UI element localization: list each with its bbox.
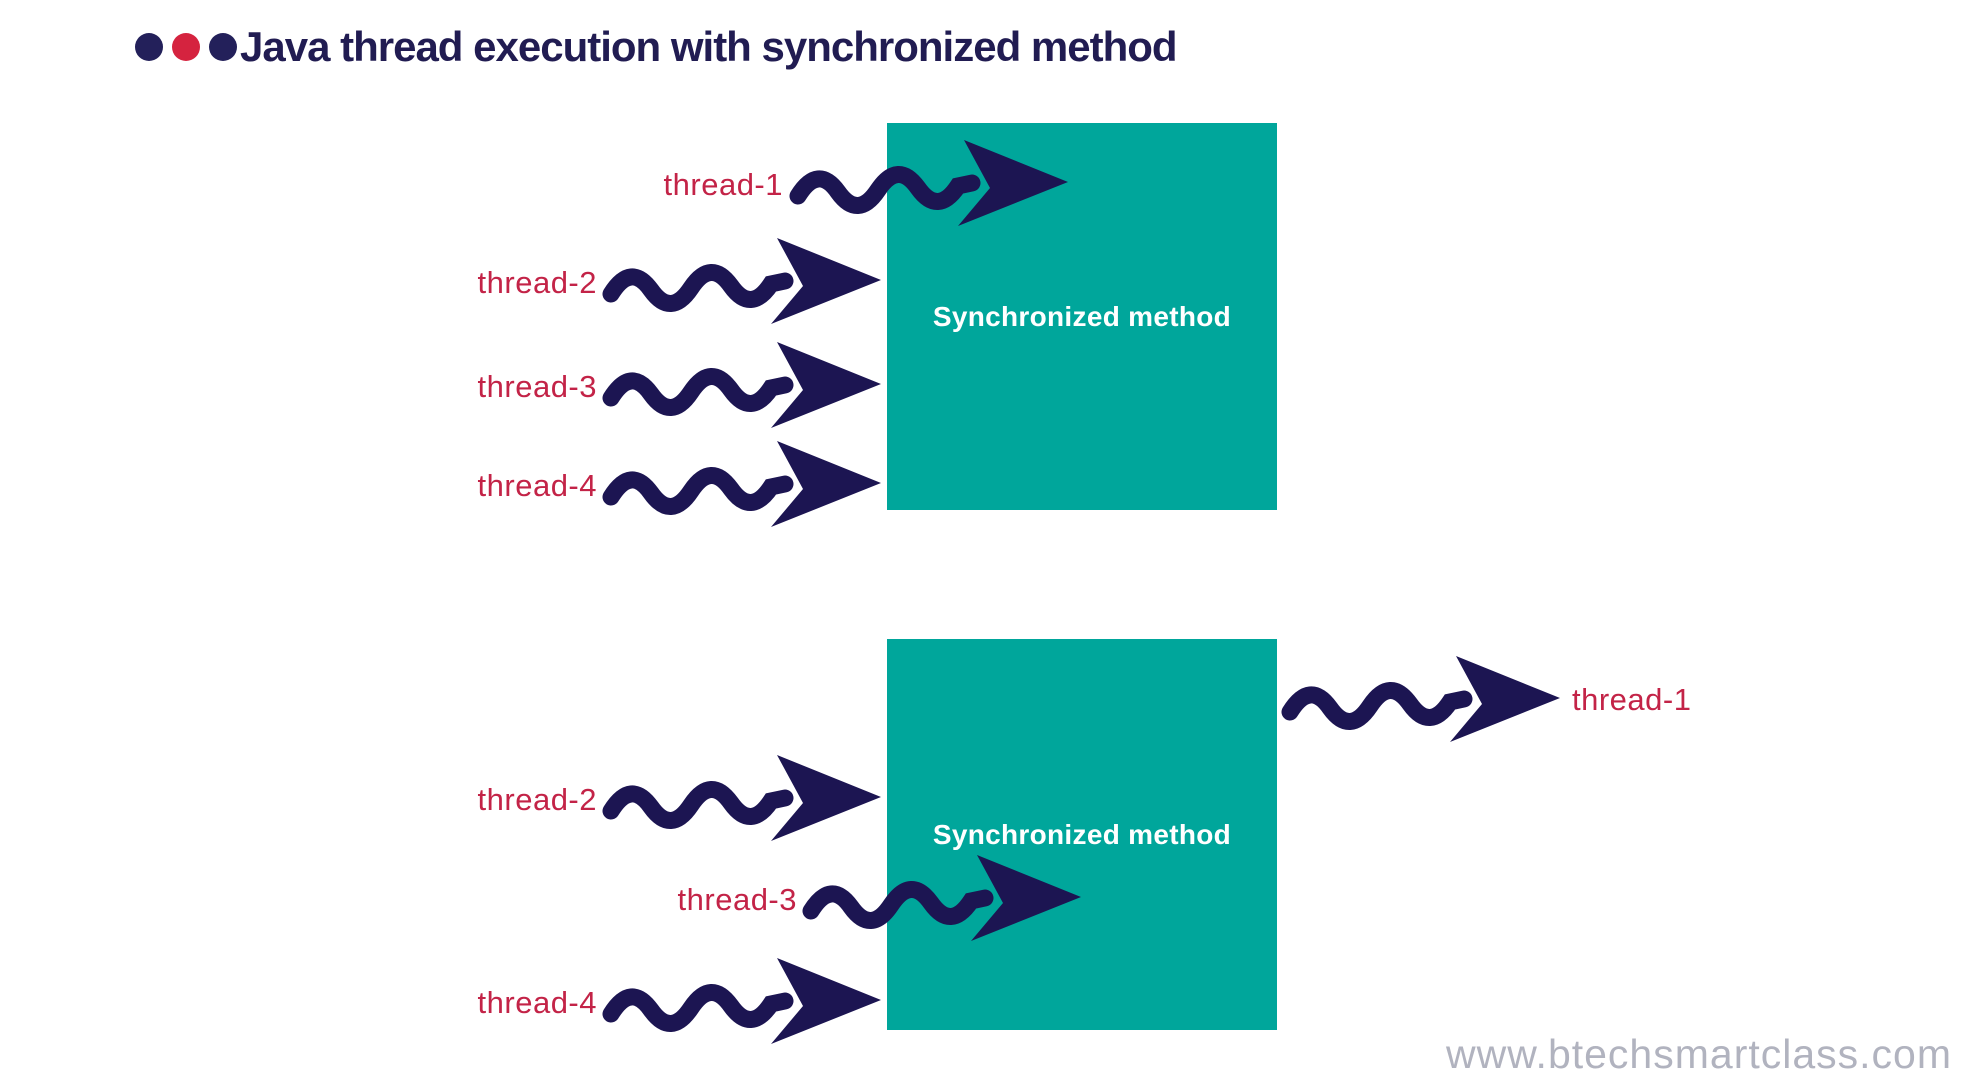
page-title: Java thread execution with synchronized …	[240, 23, 1178, 70]
thread-2-label-d2: thread-2	[477, 782, 597, 817]
thread-3-wavy-arrow-icon-d1	[601, 342, 886, 432]
thread-4-label-d2: thread-4	[477, 985, 597, 1020]
synchronized-method-label-1: Synchronized method	[932, 300, 1232, 332]
watermark-text: www.btechsmartclass.com	[1445, 1031, 1952, 1077]
thread-4-wavy-arrow-icon-d1	[601, 441, 886, 531]
title-bullet-dot-3	[209, 33, 237, 61]
thread-3-wavy-arrow-icon-d2	[801, 855, 1086, 945]
title-bullet-dot-1	[135, 33, 163, 61]
thread-4-label-d1: thread-4	[477, 468, 597, 503]
thread-4-wavy-arrow-icon-d2	[601, 958, 886, 1048]
synchronized-method-label-2: Synchronized method	[932, 818, 1232, 850]
thread-3-label-d1: thread-3	[477, 369, 597, 404]
thread-1-label-d2: thread-1	[1572, 682, 1692, 717]
thread-1-label-d1: thread-1	[663, 167, 783, 202]
thread-2-wavy-arrow-icon-d1	[601, 238, 886, 328]
thread-2-wavy-arrow-icon-d2	[601, 755, 886, 845]
thread-3-label-d2: thread-3	[677, 882, 797, 917]
synchronized-method-box-2: Synchronized method	[887, 639, 1277, 1030]
thread-1-wavy-arrow-icon-d1	[788, 140, 1073, 230]
thread-1-exit-wavy-arrow-icon-d2	[1280, 656, 1565, 746]
thread-2-label-d1: thread-2	[477, 265, 597, 300]
title-bullet-dot-2	[172, 33, 200, 61]
